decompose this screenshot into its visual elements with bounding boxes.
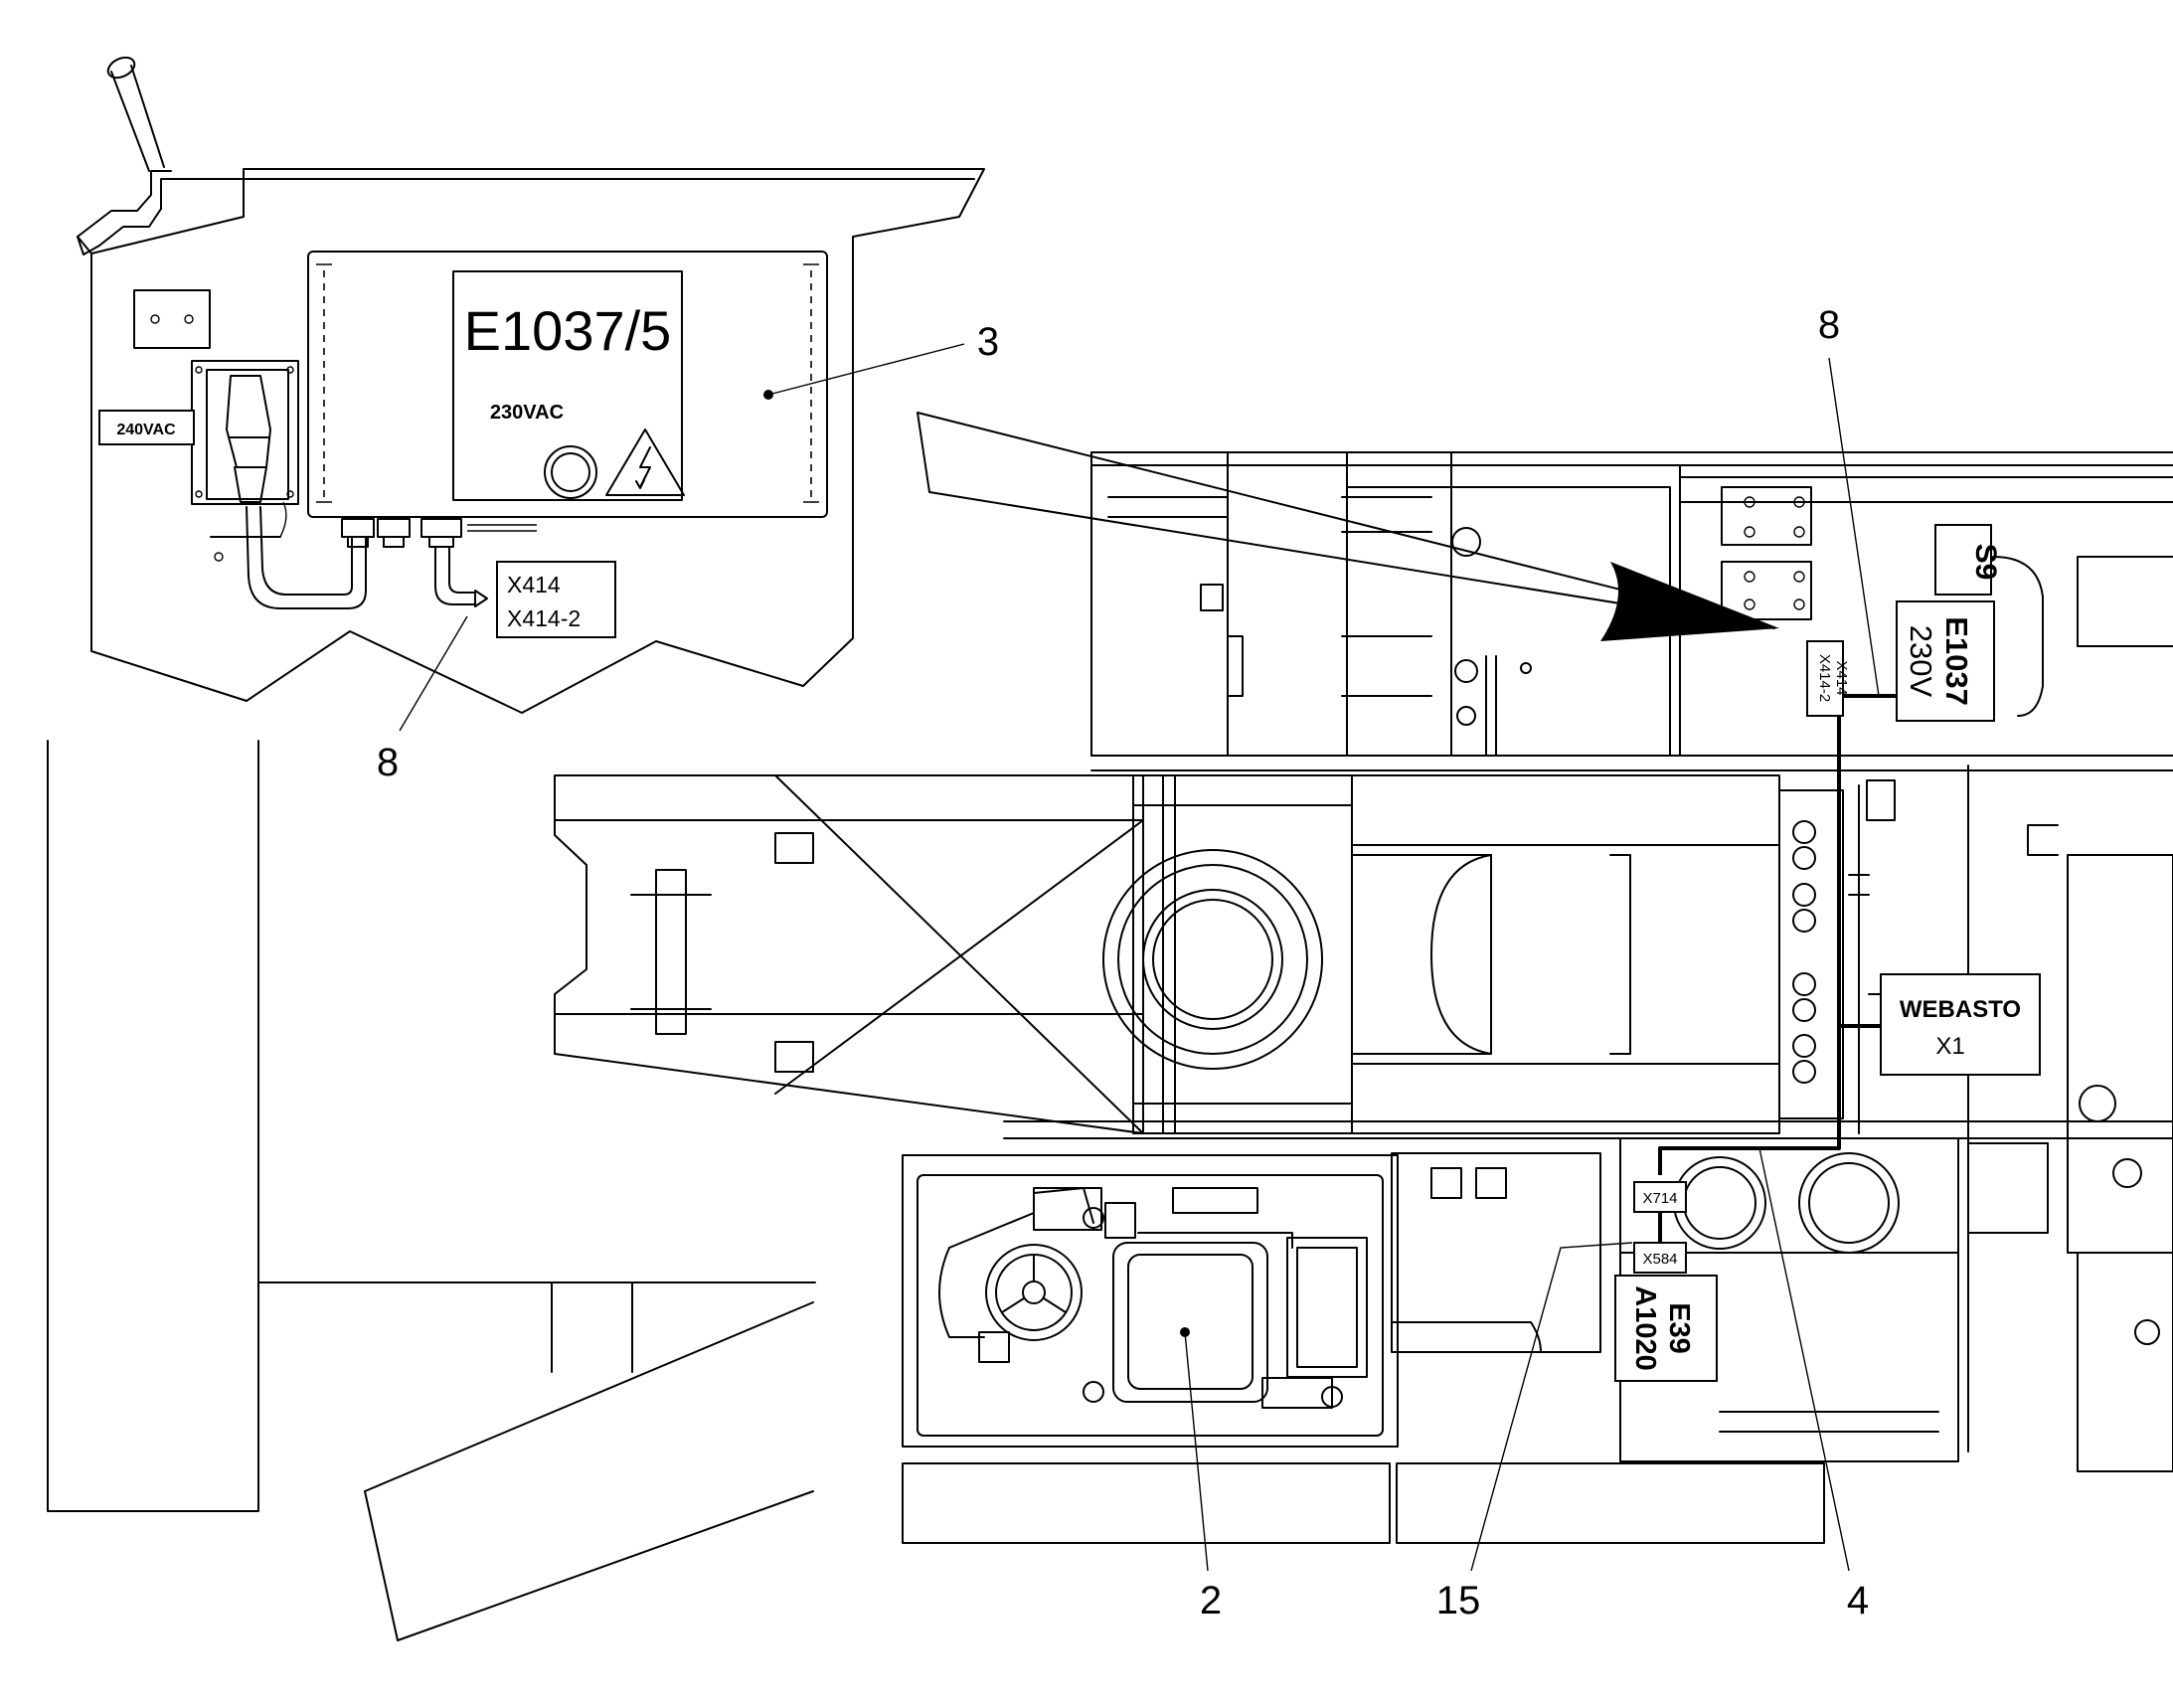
unit-designation: E1037/5 [464,299,672,362]
e39-label-1: E39 [1663,1302,1695,1354]
arrowhead [1600,562,1779,641]
main-view: S9 E1037 230V X414 X414-2 WEBASTO X1 X71… [554,357,2173,1572]
socket-label-box [98,410,195,445]
x414-detail-label-2: X414-2 [507,605,581,631]
socket-voltage-label: 240VAC [116,422,176,438]
x414-label-1: X414 [1833,660,1850,695]
cable-glands [341,518,537,607]
engine-details [1848,765,2173,1472]
heater-unit-e1037-5: E1037/5 230VAC [307,251,828,518]
socket [191,360,367,609]
leader-lines [1184,357,1880,1572]
e1037-box [1896,600,1995,722]
callout-2: 2 [1200,1579,1222,1623]
e39-box [1614,1275,1718,1382]
s9-label: S9 [1969,544,2002,581]
unit-voltage: 230VAC [490,402,564,424]
boom-arm [554,774,1144,1134]
small-plate [133,289,211,349]
callout-4: 4 [1847,1579,1869,1623]
webasto-box [1880,973,2041,1076]
webasto-label-2: X1 [1935,1033,1964,1060]
lever-handle [106,56,165,172]
e1037-label-1: E1037 [1939,616,1974,706]
upper-body [1090,451,2173,771]
housing-outline [90,168,985,714]
webasto-label-1: WEBASTO [1900,996,2021,1023]
detail-view: 240VAC E1037/5 230VAC [77,56,985,732]
x414-label-2: X414-2 [1816,654,1833,702]
e39-label-2: A1020 [1629,1285,1661,1370]
callout-8-top: 8 [1818,303,1840,347]
x414-detail-box [496,561,616,638]
wiring-harness [1658,694,1897,1243]
callout-8-detail: 8 [377,741,399,784]
slew-ring [1102,774,1780,1134]
callout-15: 15 [1436,1579,1481,1623]
cab-interior [902,1154,1399,1448]
terminal-strip [1778,789,1844,1119]
s9-box [1934,524,1992,596]
x584-label: X584 [1642,1251,1677,1268]
left-structure [47,740,816,1641]
harness-main [1658,708,1841,1175]
x714-label: X714 [1642,1190,1677,1207]
x584-box [1633,1242,1687,1274]
x714-box [1633,1181,1687,1213]
e1037-label-2: 230V [1904,625,1938,698]
x414-box [1806,640,1844,717]
callout-3: 3 [977,320,999,364]
x414-detail-label-1: X414 [507,572,561,598]
